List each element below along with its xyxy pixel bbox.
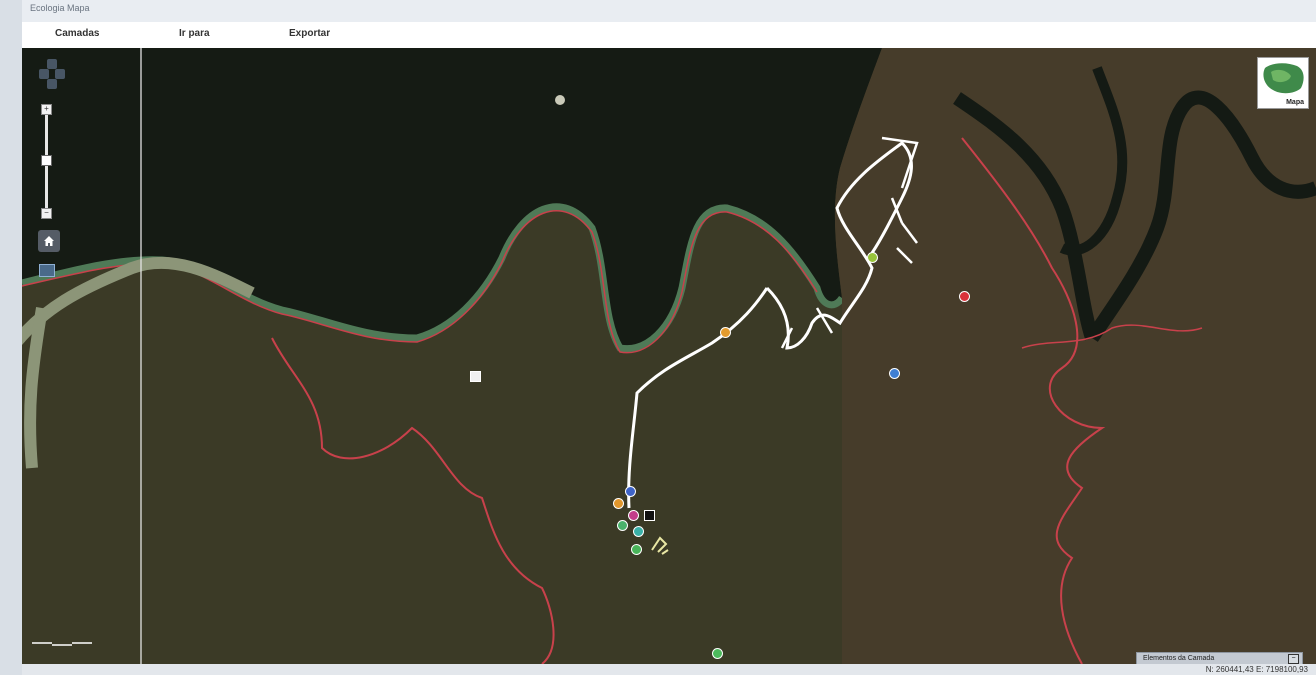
orange-marker-icon[interactable] (613, 498, 624, 509)
green-marker-icon[interactable] (712, 648, 723, 659)
app-title: Ecologia Mapa (30, 3, 90, 13)
overview-map-thumbnail (1263, 63, 1304, 94)
building-marker-icon[interactable] (470, 371, 481, 382)
green-marker-icon[interactable] (867, 252, 878, 263)
teal-marker-icon[interactable] (633, 526, 644, 537)
blue-marker-icon[interactable] (625, 486, 636, 497)
menu-camadas[interactable]: Camadas (55, 28, 100, 39)
menu-exportar[interactable]: Exportar (289, 28, 331, 39)
trail-segment (651, 536, 669, 555)
layer-elements-panel[interactable]: Elementos da Camada − (1136, 652, 1303, 664)
map-canvas[interactable]: + − Mapa Elementos da Camada − (22, 48, 1316, 664)
bus-marker-icon[interactable] (644, 510, 655, 521)
zoom-out-icon[interactable]: − (41, 208, 52, 219)
zoom-slider-handle[interactable] (41, 155, 52, 167)
scale-bar (32, 642, 92, 646)
layer-panel-label: Elementos da Camada (1143, 655, 1215, 662)
menu-ir-para[interactable]: Ir para (179, 28, 210, 39)
blue-marker-icon[interactable] (889, 368, 900, 379)
home-icon (44, 236, 54, 246)
green-marker-icon[interactable] (631, 544, 642, 555)
satellite-imagery (22, 48, 1316, 664)
home-button[interactable] (38, 230, 60, 252)
orange-marker-icon[interactable] (720, 327, 731, 338)
menu-bar: Camadas Ir para Exportar (22, 22, 1316, 49)
overview-map[interactable]: Mapa (1257, 57, 1309, 109)
overview-map-label: Mapa (1286, 99, 1304, 106)
magenta-marker-icon[interactable] (628, 510, 639, 521)
left-frame (0, 0, 22, 675)
pan-up-icon[interactable] (47, 59, 57, 69)
red-marker-icon[interactable] (959, 291, 970, 302)
collapse-icon[interactable]: − (1288, 654, 1299, 664)
pan-down-icon[interactable] (47, 79, 57, 89)
window-title-bar: Ecologia Mapa (0, 0, 1316, 22)
zoom-in-icon[interactable]: + (41, 104, 52, 115)
pan-left-icon[interactable] (39, 69, 49, 79)
status-bar: N: 260441,43 E: 7198100,93 (22, 664, 1316, 675)
layers-icon[interactable] (39, 264, 55, 277)
coordinate-readout: N: 260441,43 E: 7198100,93 (1205, 665, 1308, 674)
green-marker-icon[interactable] (617, 520, 628, 531)
pan-right-icon[interactable] (55, 69, 65, 79)
